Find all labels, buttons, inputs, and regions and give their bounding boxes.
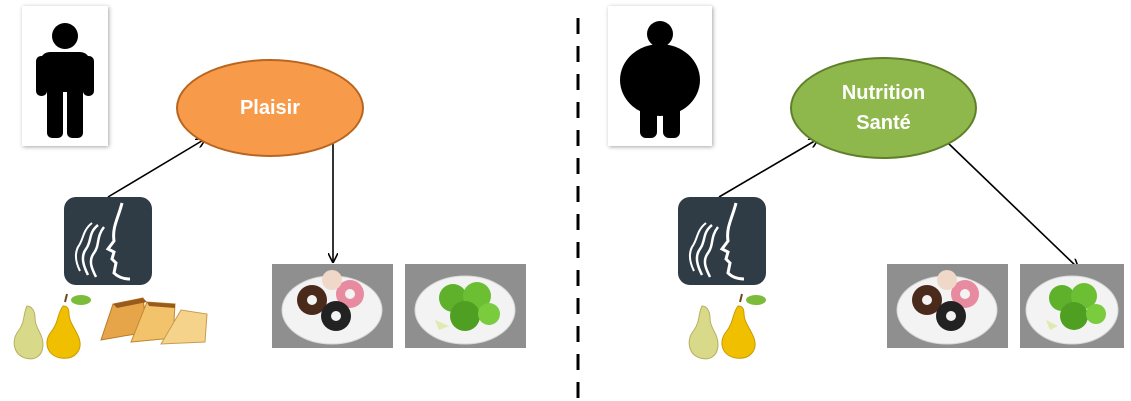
arrow-nutrition-to-apples: [948, 143, 1078, 268]
pear-icon-right: [680, 292, 775, 362]
donuts-plate-icon-right: [887, 264, 1008, 348]
apples-plate-photo-right: [1020, 264, 1124, 348]
concept-sante-label: Santé: [856, 108, 910, 138]
person-card-left: [22, 6, 108, 146]
arrow-smell-to-nutrition: [719, 139, 818, 197]
donuts-plate-photo-left: [272, 264, 393, 348]
apples-plate-photo-left: [405, 264, 526, 348]
smell-face-icon: [64, 197, 152, 285]
donuts-plate-icon: [272, 264, 393, 348]
smell-face-icon-right: [678, 197, 766, 285]
person-card-right: [608, 6, 712, 146]
concept-plaisir-label: Plaisir: [240, 93, 300, 123]
concept-plaisir: Plaisir: [176, 59, 364, 157]
pear-icon: [5, 292, 100, 362]
cake-icon: [95, 292, 213, 352]
donuts-plate-photo-right: [887, 264, 1008, 348]
person-obese-icon: [608, 6, 712, 146]
concept-nutrition-sante: Nutrition Santé: [790, 57, 977, 159]
apples-plate-icon-right: [1020, 264, 1124, 348]
apples-plate-icon: [405, 264, 526, 348]
person-normal-icon: [22, 6, 108, 146]
arrow-smell-to-plaisir: [108, 139, 205, 197]
concept-nutrition-label: Nutrition: [842, 78, 925, 108]
